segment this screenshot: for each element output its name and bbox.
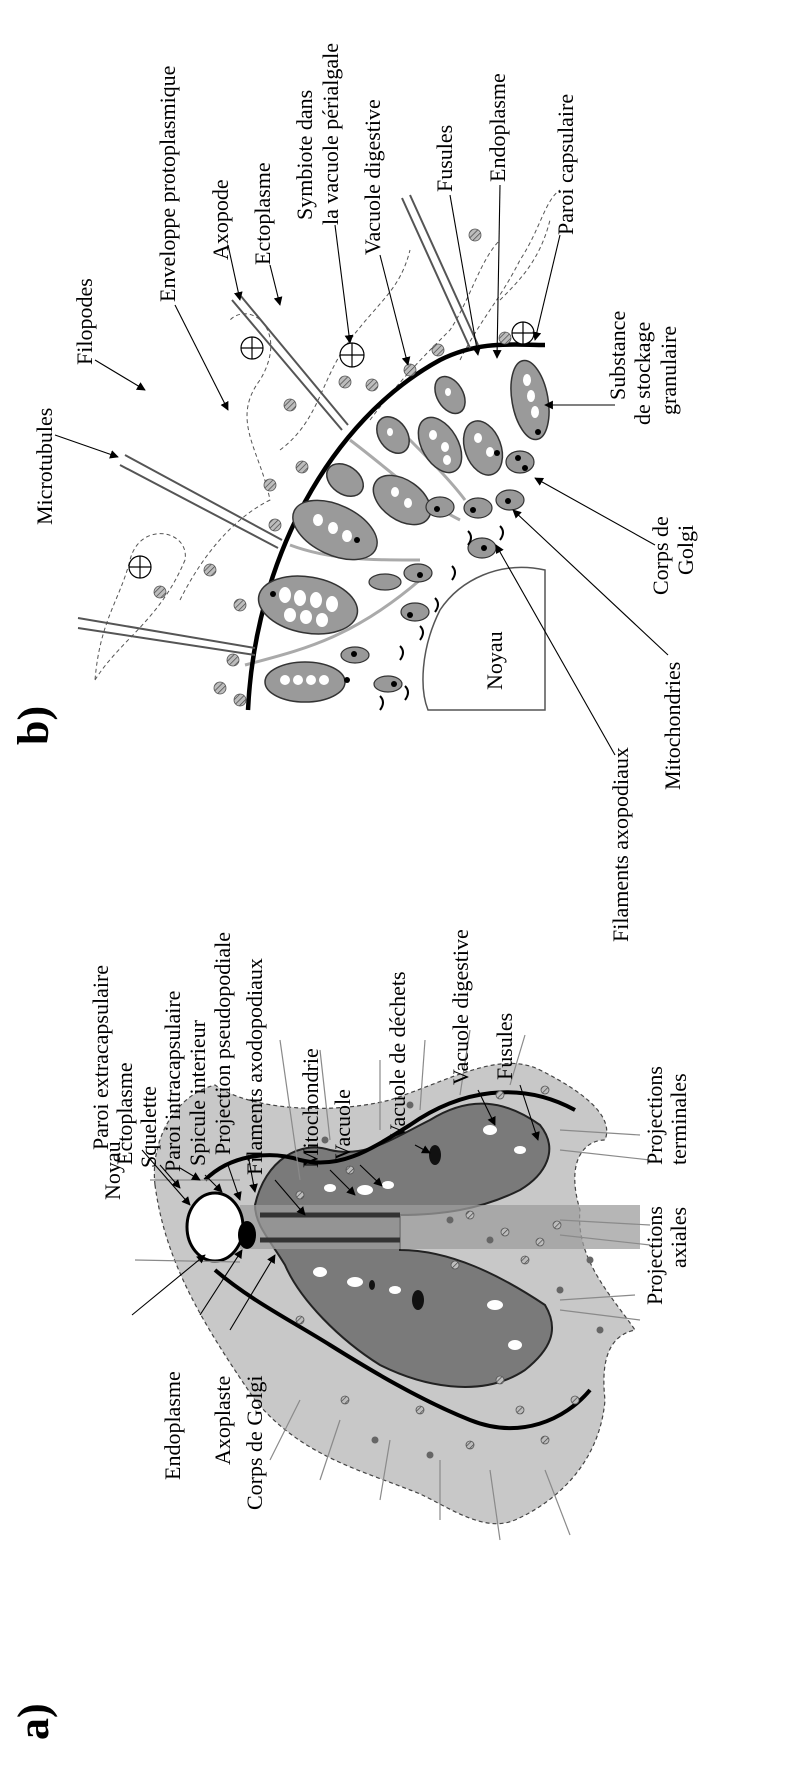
label-b-noyau: Noyau xyxy=(482,631,507,690)
label-a-projections-axiales-2: axiales xyxy=(666,1207,691,1268)
label-b-substance-3: granulaire xyxy=(656,326,681,415)
label-a-fusules: Fusules xyxy=(492,1013,517,1080)
label-b-symbiote-2: la vacuole périalgale xyxy=(318,43,343,225)
panel-a-nucleus xyxy=(187,1193,243,1261)
label-b-corps-2: Golgi xyxy=(673,525,698,575)
label-b-ectoplasme: Ectoplasme xyxy=(250,162,275,265)
label-a-vacuole-digestive: Vacuole digestive xyxy=(448,929,473,1085)
label-a-vacuole-dechets: Vacuole de déchets xyxy=(385,971,410,1140)
panel-b: Microtubules Filopodes Enveloppe protopl… xyxy=(9,43,698,942)
label-b-filopodes: Filopodes xyxy=(72,278,97,365)
panel-a: Noyau Paroi extracapsulaire Ectoplasme S… xyxy=(9,929,691,1740)
label-a-vacuole: Vacuole xyxy=(330,1089,355,1160)
label-a-corps-golgi: Corps de Golgi xyxy=(242,1376,267,1510)
label-a-projections-terminales-1: Projections xyxy=(642,1066,667,1165)
panel-b-letter: b) xyxy=(9,706,58,745)
label-a-projections-axiales-1: Projections xyxy=(642,1206,667,1305)
label-b-mitochondries: Mitochondries xyxy=(660,662,685,790)
label-a-paroi-extracapsulaire: Paroi extracapsulaire xyxy=(88,965,113,1150)
panel-b-leaders xyxy=(55,185,668,755)
label-b-endoplasme: Endoplasme xyxy=(485,73,510,182)
label-a-endoplasme: Endoplasme xyxy=(160,1371,185,1480)
label-b-axopode: Axopode xyxy=(208,179,233,260)
label-a-projection-pseudopodiale: Projection pseudopodiale xyxy=(210,932,235,1155)
label-b-substance-1: Substance xyxy=(605,311,630,400)
label-a-axoplaste: Axoplaste xyxy=(210,1376,235,1465)
label-b-filaments-axopodiaux: Filaments axopodiaux xyxy=(608,747,633,942)
label-b-enveloppe-protoplasmique: Enveloppe protoplasmique xyxy=(155,66,180,302)
label-b-fusules: Fusules xyxy=(432,125,457,192)
label-a-squelette: Squelette xyxy=(136,1086,161,1168)
label-b-vacuole-digestive: Vacuole digestive xyxy=(360,99,385,255)
label-a-ectoplasme: Ectoplasme xyxy=(112,1062,137,1165)
label-b-corps-1: Corps de xyxy=(648,516,673,595)
label-b-symbiote-1: Symbiote dans xyxy=(292,90,317,220)
label-b-paroi-capsulaire: Paroi capsulaire xyxy=(553,94,578,235)
label-b-microtubules: Microtubules xyxy=(32,408,57,525)
label-a-paroi-intracapsulaire: Paroi intracapsulaire xyxy=(160,991,185,1172)
label-a-spicule-interieur: Spicule interieur xyxy=(185,1019,210,1166)
panel-a-axoplast xyxy=(238,1221,256,1249)
label-a-projections-terminales-2: terminales xyxy=(666,1073,691,1165)
label-b-substance-2: de stockage xyxy=(630,322,655,425)
label-a-mitochondrie: Mitochondrie xyxy=(298,1048,323,1168)
label-a-filaments-axodopodiaux: Filaments axodopodiaux xyxy=(242,958,267,1175)
panel-a-letter: a) xyxy=(9,1703,58,1740)
